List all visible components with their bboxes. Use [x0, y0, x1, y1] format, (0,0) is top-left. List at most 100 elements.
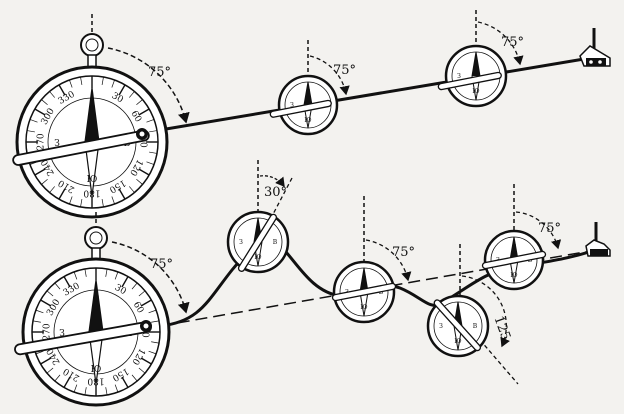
bottom-cp3-sight-bar [433, 299, 482, 352]
dial-tick-mark [118, 84, 126, 96]
dial-tick-mark [105, 268, 108, 277]
dial-tick-mark [151, 341, 160, 344]
dial-tick-mark [35, 309, 44, 314]
bottom-cp1-angle-arc [259, 175, 285, 188]
top-cp2-cardinal-west: З [457, 73, 461, 80]
dial-tick-mark [129, 91, 135, 98]
top-checkpoint-2: C B Ю З 75° [437, 10, 524, 108]
top-checkpoint-1: C B Ю З 75° [269, 40, 356, 136]
dial-tick-mark [129, 186, 135, 193]
dial-tick-mark [26, 130, 35, 133]
bottom-cp1-angle-label: 30° [264, 185, 287, 200]
dial-tick-mark [73, 271, 78, 280]
top-cp1-cardinal-south: Ю [304, 117, 311, 124]
dial-tick-mark [80, 76, 83, 85]
dial-tick-mark [84, 268, 87, 277]
top-cardinal-north: C [89, 105, 96, 115]
dial-tick-mark [84, 387, 87, 396]
top-cp1-cardinal-west: З [290, 102, 294, 109]
top-cp1-angle-label: 75° [333, 63, 356, 78]
bottom-cardinal-south: Ю [91, 365, 102, 375]
dial-tick-mark [131, 374, 138, 382]
dial-tick-mark [111, 79, 115, 88]
dial-tick-mark [149, 151, 158, 154]
dial-tick-mark [138, 290, 146, 297]
dial-tick-mark [35, 350, 44, 355]
dial-tick-mark [140, 299, 152, 307]
dial-tick-mark [58, 188, 66, 200]
dial-tick-mark [121, 376, 129, 388]
dial-tick-mark [69, 79, 73, 88]
dial-tick-mark [131, 282, 138, 290]
bottom-cp1-cardinal-west: З [239, 239, 243, 246]
dial-tick-mark [138, 367, 146, 374]
bottom-cp1-cardinal-east: B [273, 239, 278, 246]
top-cp1-sight-bar [269, 99, 332, 118]
dial-tick-mark [49, 186, 55, 193]
top-cardinal-south: Ю [87, 175, 98, 185]
bottom-cp3-bearing-line [479, 339, 519, 385]
dial-tick-mark [114, 384, 119, 393]
bottom-compass-tickmarks [32, 268, 160, 396]
dial-tick-mark [41, 99, 48, 105]
bottom-checkpoint-2: C B Ю З 75° [331, 196, 415, 324]
bottom-cp3-cardinal-east: B [473, 323, 478, 330]
dial-tick-mark [136, 179, 143, 185]
bottom-route: 306090120150180210240270300330 C B Ю З 7… [14, 160, 611, 407]
bottom-cp4-angle-label: 75° [538, 221, 561, 236]
dial-tick-mark [148, 309, 157, 314]
dial-tick-mark [148, 350, 157, 355]
bottom-cp3-angle-label: 125 [490, 314, 513, 342]
dial-tick-mark [46, 290, 54, 297]
dial-tick-mark [63, 376, 71, 388]
top-cp2-cardinal-south: Ю [472, 88, 479, 95]
bottom-cardinal-west: З [59, 329, 65, 339]
dial-tick-mark [46, 367, 54, 374]
bottom-cp3-cardinal-west: З [439, 323, 443, 330]
dial-tick-mark [40, 299, 52, 307]
dial-tick-mark [54, 282, 61, 290]
top-route: 306090120150180210240270300330 C B Ю З 7… [12, 10, 611, 219]
bottom-checkpoint-4: C B Ю З 75° [481, 184, 562, 291]
bottom-cp3-cardinal-south: Ю [454, 338, 461, 345]
bottom-cp2-cardinal-north: C [362, 276, 367, 283]
dial-tick-label: 270 [43, 323, 53, 340]
dial-tick-mark [101, 199, 104, 208]
bottom-cp2-angle-label: 75° [392, 245, 415, 260]
top-cp1-angle-arc [309, 55, 350, 96]
bottom-target-house [585, 222, 611, 257]
top-cp2-angle-arc [477, 21, 524, 66]
bottom-cp1-cardinal-south: Ю [254, 254, 261, 261]
bottom-cp2-sight-bar [331, 282, 397, 302]
bottom-checkpoint-1: C B Ю З 30° [226, 160, 293, 274]
dial-tick-mark [40, 357, 52, 365]
dial-tick-mark [41, 179, 48, 185]
bottom-cp1-sight-bar [237, 213, 278, 272]
dial-tick-label: 270 [37, 133, 47, 150]
bottom-cp1-cardinal-north: C [256, 226, 261, 233]
top-cp2-sight-bar [437, 71, 502, 91]
dial-tick-mark [80, 199, 83, 208]
top-sight-bar [12, 129, 150, 166]
top-main-angle-label: 75° [148, 65, 171, 80]
dial-tick-mark [73, 384, 78, 393]
dial-tick-mark [138, 168, 150, 176]
bottom-cp3-cardinal-north: C [456, 310, 461, 317]
dial-tick-mark [118, 188, 126, 200]
bottom-cp4-sight-bar [481, 250, 547, 270]
top-main-compass: 306090120150180210240270300330 C B Ю З 7… [12, 14, 190, 219]
dial-tick-mark [114, 271, 119, 280]
dial-tick-mark [63, 276, 71, 288]
bottom-cp2-angle-arc [365, 239, 412, 282]
top-compass-needle-north [85, 88, 99, 142]
dial-tick-mark [29, 119, 38, 123]
dial-tick-mark [136, 99, 143, 105]
dial-tick-mark [105, 387, 108, 396]
bottom-cp4-cardinal-north: C [512, 244, 517, 251]
top-cp1-cardinal-north: C [306, 89, 311, 96]
top-cp2-angle-label: 75° [501, 35, 524, 50]
top-compass-tickmarks [26, 76, 158, 208]
bottom-main-angle-arc [111, 241, 190, 314]
dial-tick-mark [34, 108, 46, 116]
